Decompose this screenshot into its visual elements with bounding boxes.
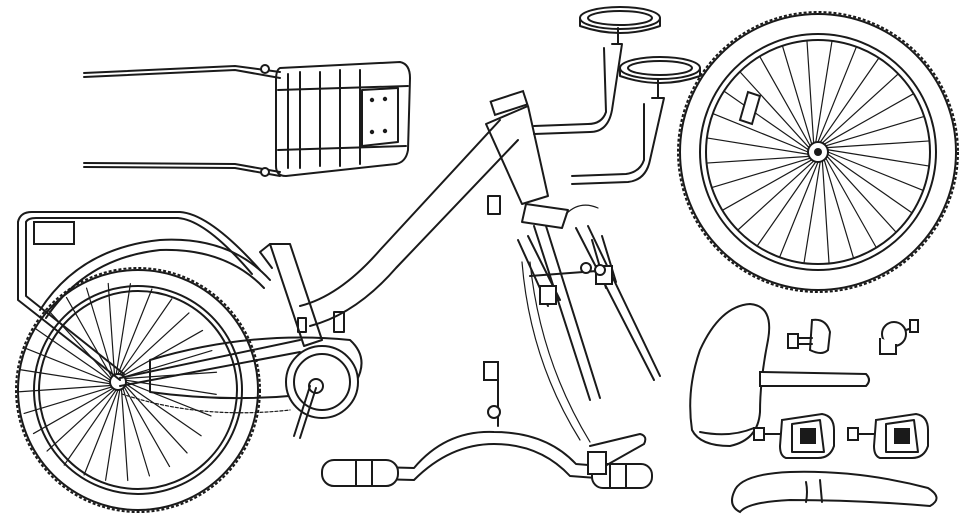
front-wheel-spoke	[712, 112, 809, 153]
front-wheel-spoke	[705, 155, 810, 164]
handlebar-icon	[321, 361, 653, 489]
rear-wheel-spoke	[24, 347, 111, 383]
rear-wheel-spoke	[120, 388, 129, 482]
front-wheel-spoke	[827, 151, 924, 192]
rear-wheel-spoke	[107, 282, 116, 376]
front-wheel-spoke	[826, 155, 897, 233]
rear-wheel-spoke	[32, 387, 114, 435]
front-wheel-spoke	[825, 157, 877, 249]
rear-wheel-spoke	[122, 387, 151, 477]
pedal-left-icon	[753, 412, 835, 459]
rear-wheel-spoke	[18, 384, 112, 393]
rear-wheel-spoke	[19, 368, 111, 385]
rear-wheel-spoke	[122, 329, 204, 377]
front-wheel-spoke	[821, 160, 830, 265]
rear-wheel-spoke	[104, 389, 121, 481]
front-wheel-spoke	[819, 57, 880, 143]
rear-wheel-spoke	[119, 298, 173, 375]
front-wheel-spoke	[817, 46, 858, 143]
front-wheel-spoke	[723, 90, 809, 151]
front-wheel-spoke	[759, 55, 811, 147]
front-wheel-icon	[677, 11, 959, 293]
rear-wheel-spoke	[125, 383, 202, 437]
rear-wheel-spoke	[65, 296, 113, 378]
front-wheel-spoke	[827, 149, 930, 167]
front-wheel-spoke	[721, 159, 813, 211]
pedal-right-icon	[847, 412, 929, 459]
rear-wheel-spoke	[120, 312, 190, 376]
rear-rack-icon	[83, 61, 411, 177]
reflector-bracket-icon	[787, 318, 832, 354]
front-wheel-spoke	[711, 157, 811, 189]
front-wheel-spoke	[778, 161, 819, 258]
front-wheel-spoke	[823, 159, 855, 259]
rear-wheel-spoke	[83, 389, 119, 476]
rear-wheel-spoke	[115, 283, 132, 375]
front-wheel-spoke	[826, 140, 931, 149]
front-wheel-spoke	[815, 40, 833, 143]
rear-wheel-spoke	[63, 389, 117, 466]
saddle-with-seatpost-icon	[689, 302, 870, 448]
front-wheel-spoke	[781, 45, 813, 145]
rear-wheel-spoke	[123, 349, 213, 378]
frame-with-rear-wheel-icon	[15, 89, 549, 513]
bell-icon	[879, 319, 919, 355]
rear-wheel-spoke	[46, 388, 116, 452]
rear-wheel-spoke	[23, 386, 113, 415]
front-wheel-spoke	[756, 161, 817, 247]
front-fender-icon	[731, 470, 938, 514]
front-wheel-spoke	[737, 160, 815, 231]
front-wheel-spoke	[706, 137, 809, 155]
front-wheel-spoke	[821, 73, 899, 144]
rear-wheel-spoke	[34, 327, 111, 381]
front-wheel-spoke	[827, 153, 913, 214]
front-wheel-spoke	[825, 115, 925, 147]
rear-wheel-spoke	[123, 386, 171, 468]
rear-wheel-spoke	[117, 288, 153, 375]
front-wheel-spoke	[806, 39, 815, 144]
rear-wheel-spoke	[124, 384, 188, 454]
training-wheels-icon	[533, 6, 701, 185]
front-wheel-spoke	[803, 161, 821, 264]
front-wheel-spoke	[823, 93, 915, 145]
front-wheel-spoke	[739, 71, 810, 149]
front-fork-with-brake-icon	[517, 203, 661, 443]
